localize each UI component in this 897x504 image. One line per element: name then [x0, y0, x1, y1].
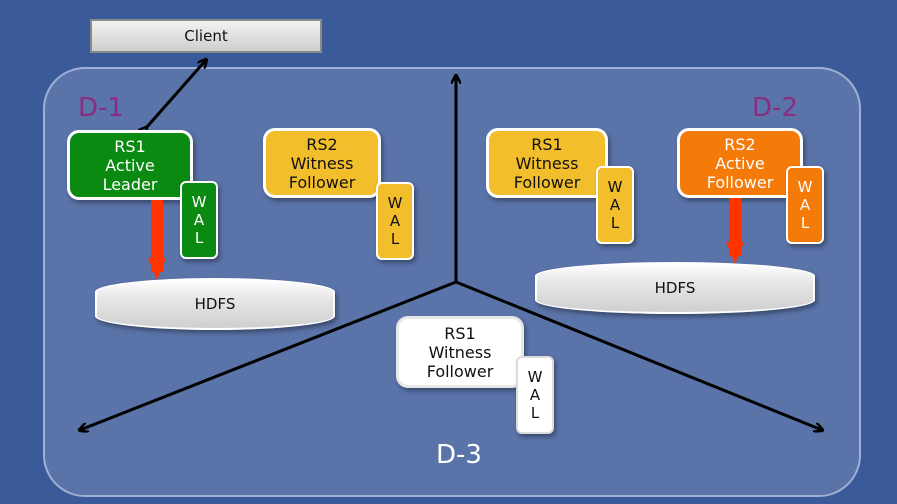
- server-name: RS2: [724, 134, 756, 154]
- server-state: Follower: [706, 172, 774, 192]
- wal-letter: W: [387, 194, 403, 212]
- wal-log-d2-active: W A L: [786, 166, 824, 244]
- wal-log-d3-witness: W A L: [516, 356, 554, 434]
- server-rs2-active-follower: RS2 Active Follower: [677, 128, 803, 198]
- arrow-left: [80, 280, 457, 430]
- datacenter-label-d2: D-2: [752, 93, 798, 123]
- server-state: Follower: [288, 172, 356, 192]
- client-box: Client: [90, 19, 322, 53]
- wal-letter: L: [390, 230, 400, 248]
- server-role: Witness: [290, 153, 354, 173]
- datacenter-label-d1: D-1: [78, 93, 124, 123]
- server-state: Leader: [102, 174, 158, 194]
- server-rs2-witness-follower: RS2 Witness Follower: [263, 128, 381, 198]
- datacenter-label-d3: D-3: [436, 440, 482, 470]
- server-rs1-witness-follower-d3: RS1 Witness Follower: [396, 316, 524, 388]
- wal-letter: L: [194, 229, 204, 247]
- wal-letter: W: [797, 178, 813, 196]
- server-name: RS1: [531, 134, 563, 154]
- client-label: Client: [184, 27, 228, 45]
- server-name: RS1: [444, 323, 476, 343]
- server-role: Active: [105, 155, 155, 175]
- wal-log-d1-witness: W A L: [376, 182, 414, 260]
- server-role: Witness: [428, 342, 492, 362]
- server-state: Follower: [426, 361, 494, 381]
- wal-letter: W: [607, 178, 623, 196]
- wal-letter: A: [609, 196, 621, 214]
- hdfs-label: HDFS: [194, 295, 236, 313]
- hdfs-d1: HDFS: [95, 278, 335, 330]
- wal-letter: A: [389, 212, 401, 230]
- server-role: Witness: [515, 153, 579, 173]
- server-name: RS1: [114, 136, 146, 156]
- wal-letter: A: [529, 386, 541, 404]
- wal-letter: L: [610, 214, 620, 232]
- client-link-arrow: [146, 60, 206, 128]
- server-state: Follower: [513, 172, 581, 192]
- wal-letter: L: [530, 404, 540, 422]
- hdfs-d2: HDFS: [535, 262, 815, 314]
- server-rs1-witness-follower-d2: RS1 Witness Follower: [486, 128, 608, 198]
- wal-log-d2-witness: W A L: [596, 166, 634, 244]
- server-role: Active: [715, 153, 765, 173]
- wal-letter: A: [193, 211, 205, 229]
- wal-letter: L: [800, 214, 810, 232]
- arrow-right: [455, 280, 822, 430]
- wal-log-d1-leader: W A L: [180, 181, 218, 259]
- wal-letter: A: [799, 196, 811, 214]
- server-name: RS2: [306, 134, 338, 154]
- hdfs-label: HDFS: [654, 279, 696, 297]
- wal-letter: W: [191, 193, 207, 211]
- server-rs1-active-leader: RS1 Active Leader: [67, 130, 193, 200]
- wal-letter: W: [527, 368, 543, 386]
